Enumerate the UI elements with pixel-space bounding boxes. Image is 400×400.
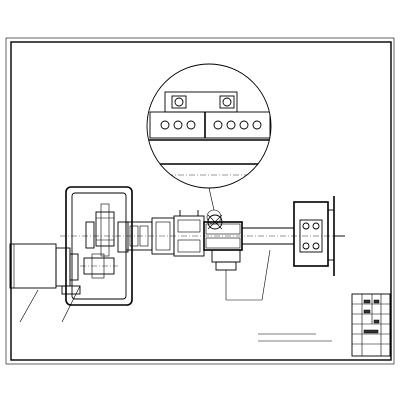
gearbox-leader-line <box>61 285 81 323</box>
detail-leader-line <box>208 187 215 211</box>
detail-view-circle <box>146 63 272 189</box>
support-leader-line <box>261 249 271 301</box>
nut-bracket <box>211 249 241 282</box>
drive-motor <box>9 243 81 295</box>
gearbox-housing <box>65 186 133 306</box>
technical-notes <box>258 333 332 342</box>
motor-leader-line <box>19 289 39 323</box>
inner-frame <box>10 41 392 361</box>
end-bearing-housing <box>293 196 345 276</box>
shaft-coupling <box>125 217 175 255</box>
ball-screw-nut <box>203 214 243 251</box>
outer-border <box>5 37 395 365</box>
title-block <box>351 293 391 357</box>
support-bearing <box>173 210 205 257</box>
